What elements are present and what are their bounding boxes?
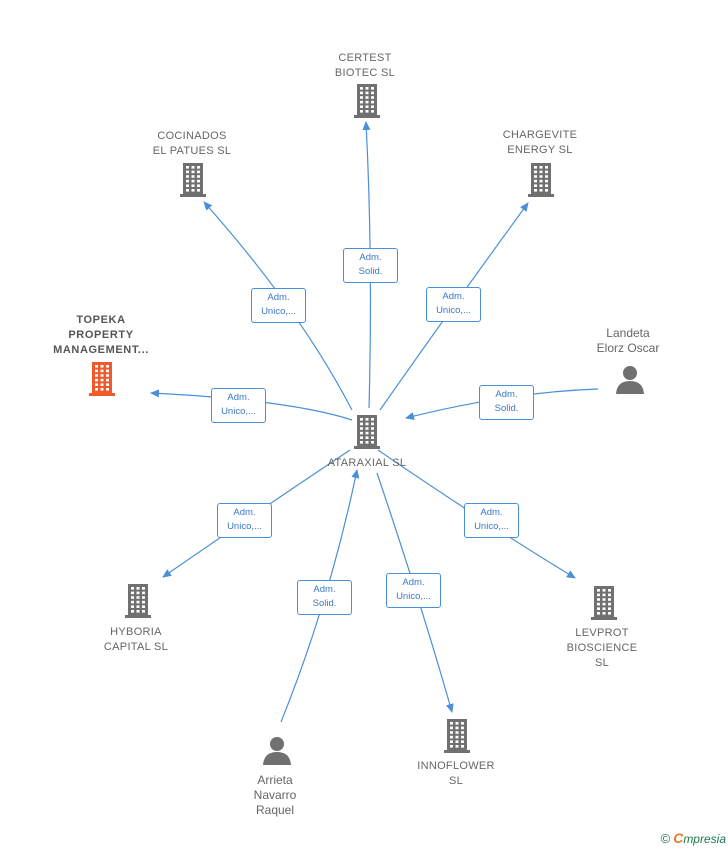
edge-label-certest[interactable]: Adm. Solid.: [343, 248, 398, 283]
node-label-landeta[interactable]: Landeta Elorz Oscar: [596, 326, 660, 355]
edge-label-levprot[interactable]: Adm. Unico,...: [464, 503, 519, 538]
building-icon[interactable]: [528, 163, 554, 197]
edge-label-cocinados[interactable]: Adm. Unico,...: [251, 288, 306, 323]
node-label-hyboria[interactable]: HYBORIA CAPITAL SL: [103, 626, 169, 653]
building-icon[interactable]: [354, 415, 380, 449]
node-label-levprot[interactable]: LEVPROT BIOSCIENCE SL: [566, 627, 638, 669]
copyright-symbol: ©: [660, 831, 671, 846]
node-label-center[interactable]: ATARAXIAL SL: [327, 457, 407, 469]
edge-label-landeta[interactable]: Adm. Solid.: [479, 385, 534, 420]
node-label-arrieta[interactable]: Arrieta Navarro Raquel: [253, 773, 297, 817]
person-icon[interactable]: [616, 366, 644, 394]
person-icon[interactable]: [263, 737, 291, 765]
node-label-cocinados[interactable]: COCINADOS EL PATUES SL: [152, 130, 232, 157]
edge-label-hyboria[interactable]: Adm. Unico,...: [217, 503, 272, 538]
building-icon[interactable]: [444, 719, 470, 753]
building-icon[interactable]: [180, 163, 206, 197]
brand-name: mpresia: [683, 832, 726, 846]
edge-topeka: [150, 389, 353, 421]
edge-label-topeka[interactable]: Adm. Unico,...: [211, 388, 266, 423]
building-icon[interactable]: [89, 362, 115, 396]
edge-label-innoflower[interactable]: Adm. Unico,...: [386, 573, 441, 608]
footer-brand[interactable]: ©Cmpresia: [661, 830, 726, 846]
edge-label-arrieta[interactable]: Adm. Solid.: [297, 580, 352, 615]
node-label-innoflower[interactable]: INNOFLOWER SL: [417, 760, 495, 787]
brand-logo-initial: C: [673, 830, 684, 846]
node-label-chargevite[interactable]: CHARGEVITE ENERGY SL: [502, 129, 578, 156]
building-icon[interactable]: [125, 584, 151, 618]
building-icon[interactable]: [591, 586, 617, 620]
node-label-topeka[interactable]: TOPEKA PROPERTY MANAGEMENT...: [53, 314, 149, 356]
building-icon[interactable]: [354, 84, 380, 118]
edge-label-chargevite[interactable]: Adm. Unico,...: [426, 287, 481, 322]
node-label-certest[interactable]: CERTEST BIOTEC SL: [334, 52, 396, 79]
